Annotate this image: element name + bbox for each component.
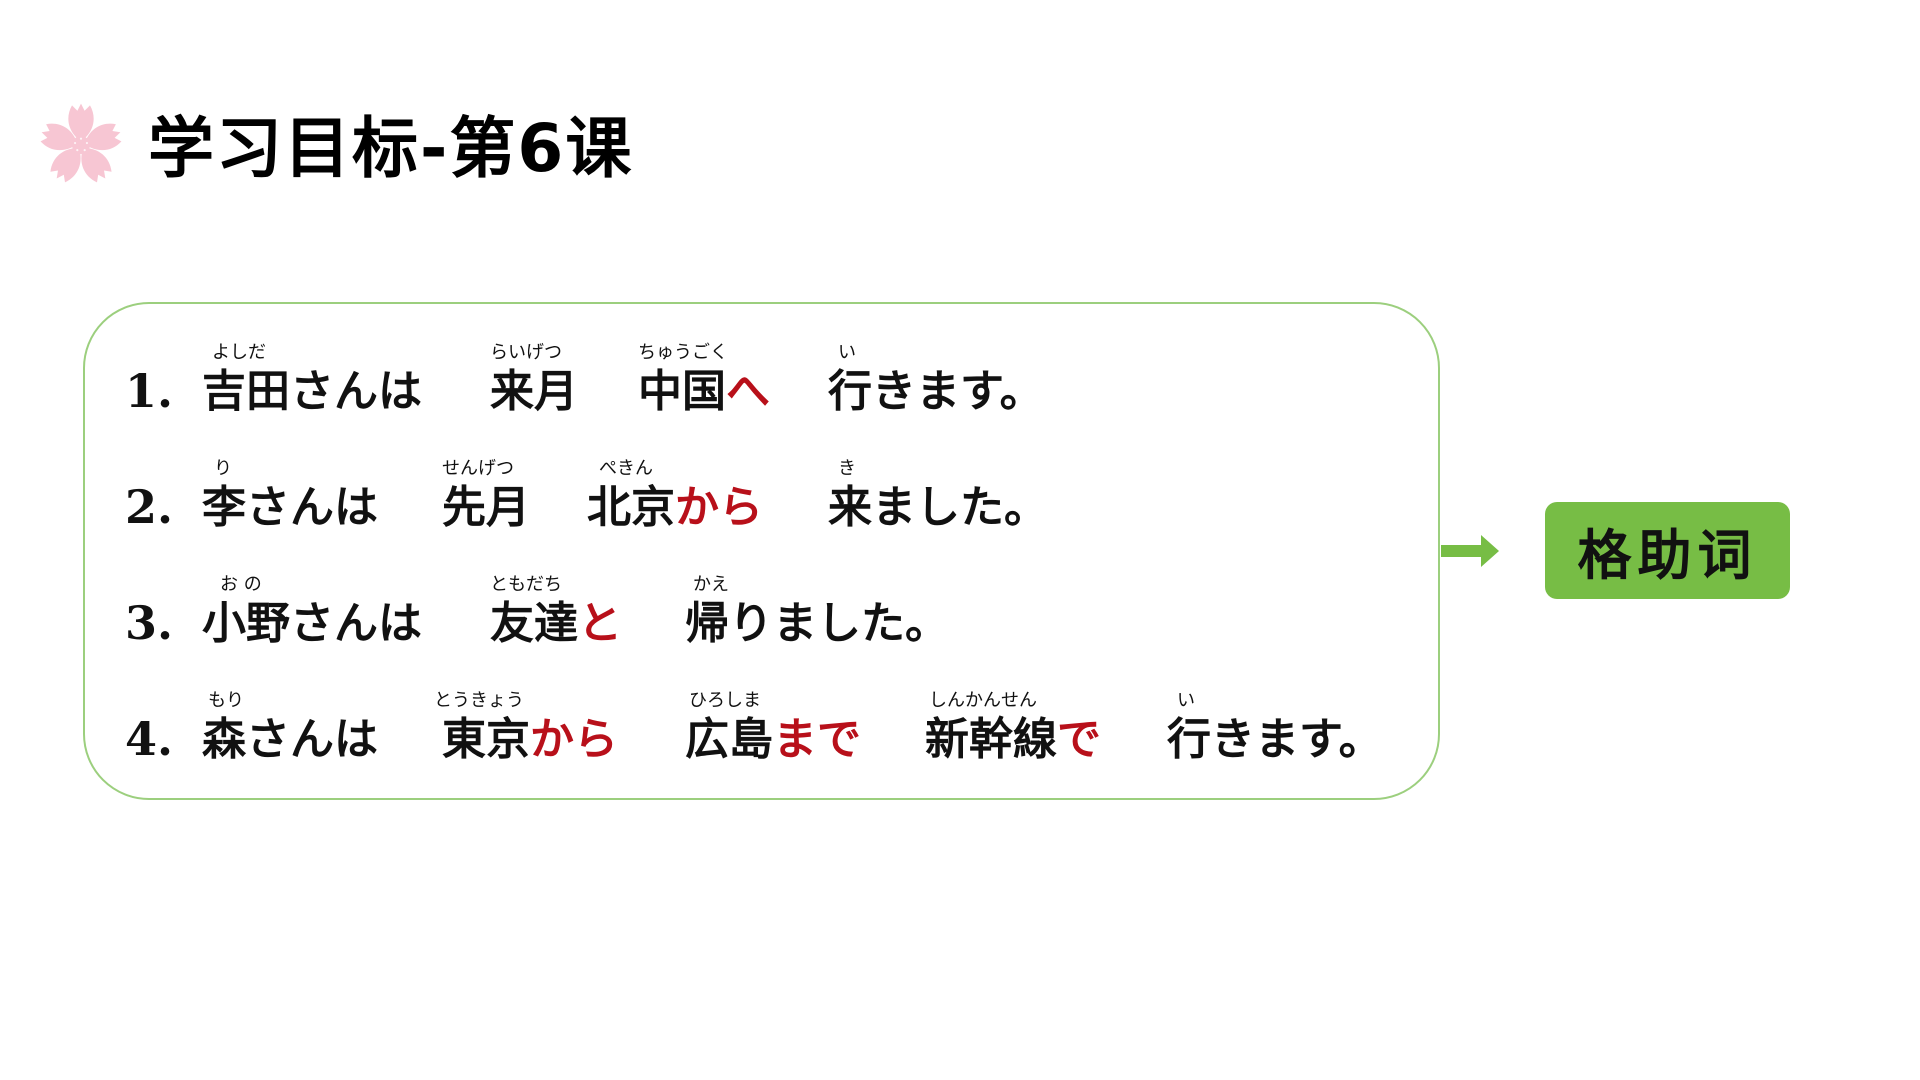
sentence-segment: せんげつ 先月 [442,458,530,536]
furigana: い [838,342,856,363]
segment-text: 中国 [638,366,726,417]
furigana: い [1177,690,1195,711]
case-particle: から [530,714,618,765]
sentence-number: 2. [125,480,174,534]
furigana: しんかんせん [929,690,1037,711]
sentence-segment: よしだ 吉田さんは [202,342,422,420]
case-particle-tag: 格助词 [1545,502,1790,599]
furigana: ともだち [490,574,562,595]
segment-text: 先月 [442,482,530,533]
segment-text: 友達 [490,598,578,649]
segment-text: 来ました。 [828,482,1048,533]
sentence-number: 3. [125,596,174,650]
sentence-segment: い 行きます。 [1167,690,1383,768]
furigana: とうきょう [434,690,524,711]
right-arrow-icon [1441,535,1499,567]
segment-text: 李さんは [202,482,378,533]
segment-text: 行きます。 [828,366,1044,417]
case-particle: から [675,482,763,533]
furigana: ちゅうごく [638,342,728,363]
furigana: せんげつ [442,458,514,479]
sakura-flower-icon [37,103,125,186]
segment-text: 東京 [442,714,530,765]
sentence-row: 1. よしだ 吉田さんは らいげつ 来月 ちゅうごく 中国へ い 行きます。 [85,342,1485,442]
segment-text: 帰りました。 [685,598,949,649]
sentence-segment: ちゅうごく 中国へ [638,342,770,420]
segment-text: 来月 [490,366,578,417]
sentence-segment: らいげつ 来月 [490,342,578,420]
furigana: もり [208,690,244,711]
furigana: ぺきん [599,458,653,479]
sentence-segment: ともだち 友達と [490,574,622,652]
page-title: 学习目标-第6课 [148,110,634,187]
sentence-segment: ひろしま 広島まで [685,690,861,768]
sentence-row: 3. お の 小野さんは ともだち 友達と かえ 帰りました。 [85,574,1485,674]
sentence-number: 4. [125,712,174,766]
segment-text: 新幹線 [925,714,1057,765]
case-particle: で [1057,714,1101,765]
segment-text: 行きます。 [1167,714,1383,765]
sentence-segment: き 来ました。 [828,458,1048,536]
segment-text: 吉田さんは [202,366,422,417]
sentence-panel: 1. よしだ 吉田さんは らいげつ 来月 ちゅうごく 中国へ い 行きます。 2… [83,302,1440,800]
furigana: き [838,458,856,479]
sentence-row: 4. もり 森さんは とうきょう 東京から ひろしま 広島まで しんかんせん 新… [85,690,1485,790]
segment-text: 北京 [587,482,675,533]
sentence-segment: お の 小野さんは [202,574,422,652]
sentence-number: 1. [125,364,174,418]
sentence-row: 2. り 李さんは せんげつ 先月 ぺきん 北京から き 来ました。 [85,458,1485,558]
case-particle: へ [726,366,770,417]
sentence-segment: い 行きます。 [828,342,1044,420]
sentence-segment: り 李さんは [202,458,378,536]
case-particle: と [578,598,622,649]
sentence-segment: かえ 帰りました。 [685,574,949,652]
segment-text: 広島 [685,714,773,765]
sentence-segment: しんかんせん 新幹線で [925,690,1101,768]
furigana: お の [220,574,262,595]
sentence-segment: とうきょう 東京から [434,690,618,768]
furigana: よしだ [212,342,266,363]
sentence-segment: ぺきん 北京から [587,458,763,536]
segment-text: 森さんは [202,714,378,765]
furigana: ひろしま [689,690,761,711]
segment-text: 小野さんは [202,598,422,649]
furigana: らいげつ [490,342,562,363]
furigana: り [214,458,232,479]
sentence-segment: もり 森さんは [202,690,378,768]
case-particle: まで [773,714,861,765]
furigana: かえ [693,574,729,595]
